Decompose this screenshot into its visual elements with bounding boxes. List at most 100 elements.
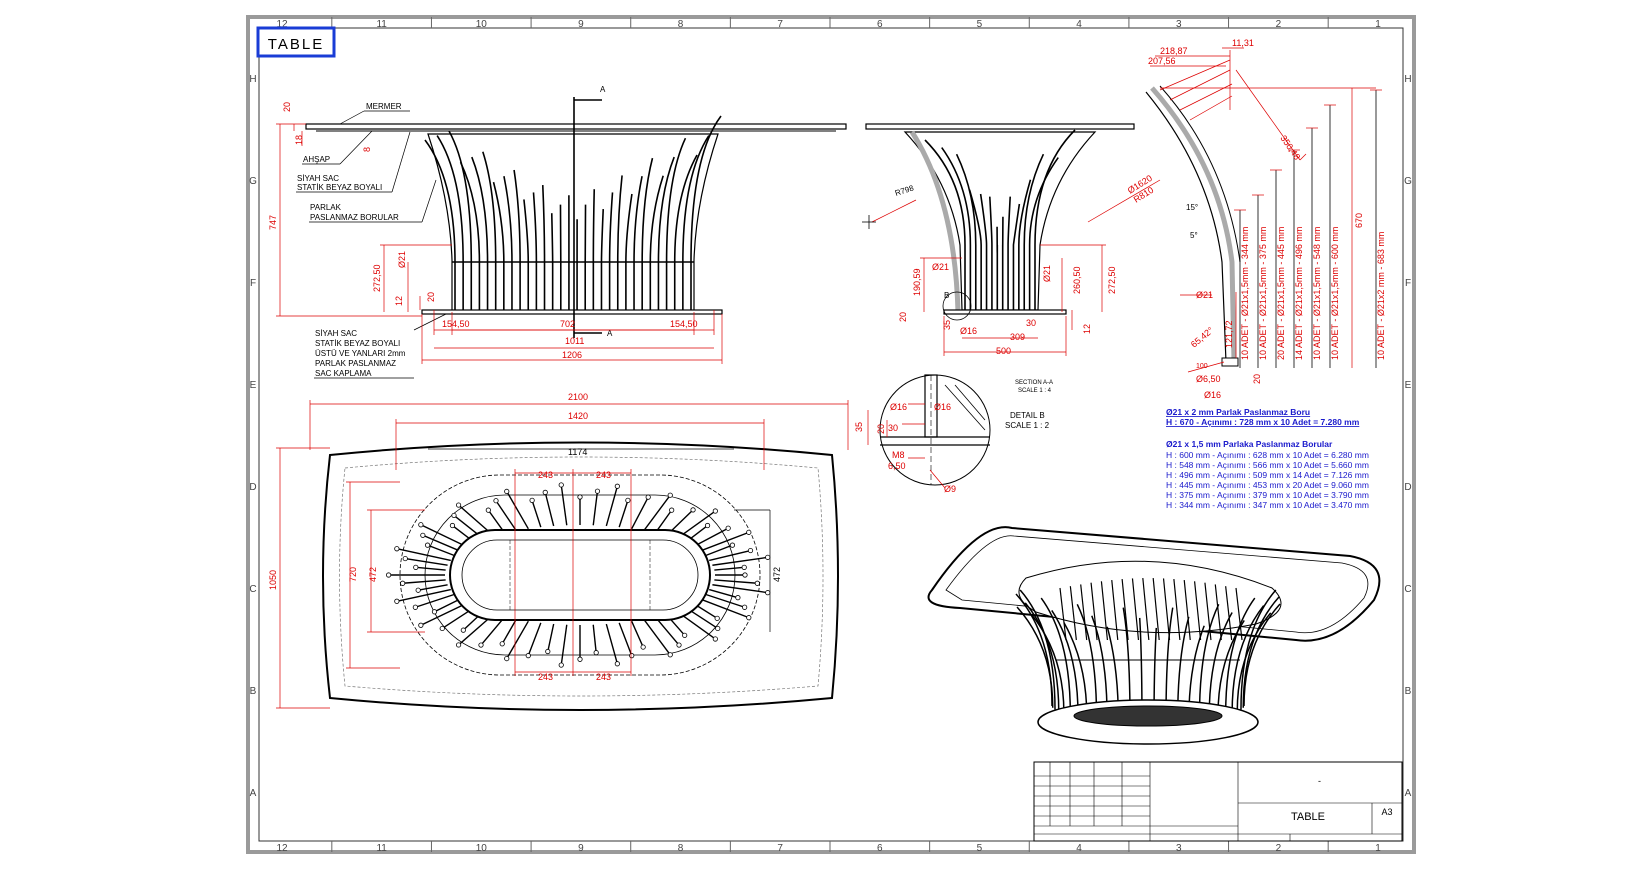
- grid-col-label: 11: [376, 843, 387, 854]
- top-pipe-end: [479, 643, 483, 647]
- top-dim-p3: 243: [538, 672, 553, 682]
- grid-row-label: B: [1405, 686, 1412, 697]
- grid-row-label: D: [249, 482, 256, 493]
- top-pipe-end: [456, 643, 460, 647]
- profile-col-label-5: 10 ADET - Ø21x1,5mm - 548 mm: [1312, 227, 1322, 360]
- grid-row-label: A: [1405, 788, 1412, 799]
- dim-top-thk: 20: [282, 102, 292, 112]
- grid-row-label: C: [1404, 584, 1411, 595]
- note-line-6: H : 344 mm - Açınımı : 347 mm x 10 Adet …: [1166, 500, 1369, 510]
- grid-row-label: F: [250, 278, 256, 289]
- top-pipe-end: [736, 595, 740, 599]
- top-pipe-end: [668, 493, 672, 497]
- profile-dim-h: 121,72: [1224, 320, 1234, 348]
- front-pipe: [593, 189, 594, 310]
- top-pipe-end: [743, 573, 747, 577]
- label-siyah-sac: SİYAH SAC: [297, 174, 339, 183]
- note-line-3: H : 496 mm - Açınımı : 509 mm x 14 Adet …: [1166, 470, 1369, 480]
- top-pipe-end: [450, 523, 454, 527]
- grid-row-label: B: [250, 686, 257, 697]
- dim-total-height: 747: [268, 215, 278, 230]
- top-dim-h1: 720: [348, 567, 358, 582]
- profile-col-label-6: 10 ADET - Ø21x1,5mm - 600 mm: [1330, 227, 1340, 360]
- detail-dim-8: Ø9: [944, 484, 956, 494]
- grid-col-label: 3: [1176, 843, 1182, 854]
- dim-ahsap: 18: [294, 135, 304, 145]
- grid-col-label: 9: [578, 843, 584, 854]
- top-pipe-end: [419, 623, 423, 627]
- profile-col-label-4: 14 ADET - Ø21x1,5mm - 496 mm: [1294, 227, 1304, 360]
- profile-col-label-8: 10 ADET - Ø21x2 mm - 683 mm: [1376, 232, 1386, 360]
- top-pipe-end: [747, 530, 751, 534]
- top-pipe-end: [594, 650, 598, 654]
- dim-base-thk-2: 20: [426, 292, 436, 302]
- top-pipe-end: [747, 615, 751, 619]
- profile-dim-100: 100: [1196, 363, 1208, 370]
- note-line-1: H : 600 mm - Açınımı : 628 mm x 10 Adet …: [1166, 450, 1369, 460]
- top-pipe-end: [400, 581, 404, 585]
- dim-pipe-diameter: Ø21: [397, 251, 407, 268]
- top-pipe-end: [615, 484, 619, 488]
- grid-row-label: H: [1404, 74, 1411, 85]
- top-dim-p2: 243: [596, 470, 611, 480]
- top-pipe-end: [416, 588, 420, 592]
- top-pipe-end: [766, 590, 770, 594]
- note-line-5: H : 375 mm - Açınımı : 379 mm x 10 Adet …: [1166, 490, 1369, 500]
- dim-side-d3: Ø16: [960, 326, 977, 336]
- grid-col-label: 12: [276, 843, 288, 854]
- base-note-4: PARLAK PASLANMAZ: [315, 359, 396, 368]
- top-pipe-end: [413, 605, 417, 609]
- grid-col-label: 2: [1276, 19, 1282, 30]
- top-pipe-end: [526, 653, 530, 657]
- grid-row-label: A: [250, 788, 257, 799]
- label-statik-beyaz: STATİK BEYAZ BOYALI: [297, 183, 382, 192]
- top-pipe-end: [505, 489, 509, 493]
- detail-b-label: B: [944, 291, 949, 300]
- top-pipe-end: [726, 526, 730, 530]
- detail-dim-7: 6,50: [888, 461, 906, 471]
- top-pipe-end: [403, 556, 407, 560]
- top-pipe-end: [414, 565, 418, 569]
- title-block-sheet-size: A3: [1381, 807, 1392, 817]
- top-pipe-end: [641, 645, 645, 649]
- grid-row-label: H: [249, 74, 256, 85]
- detail-b-title: DETAIL B: [1010, 411, 1045, 420]
- label-mermer: MERMER: [366, 102, 402, 111]
- dim-side-w2: 500: [996, 346, 1011, 356]
- top-pipe-end: [730, 543, 734, 547]
- note-line-2: H : 548 mm - Açınımı : 566 mm x 10 Adet …: [1166, 460, 1369, 470]
- grid-row-label: D: [1404, 482, 1411, 493]
- grid-col-label: 6: [877, 843, 883, 854]
- pipe-notes: Ø21 x 2 mm Parlak Paslanmaz Boru H : 670…: [1166, 407, 1369, 510]
- detail-dim-6: M8: [892, 450, 905, 460]
- profile-dim-1: 218,87: [1160, 46, 1188, 56]
- grid-col-label: 2: [1276, 843, 1282, 854]
- top-pipe-end: [705, 523, 709, 527]
- top-pipe-end: [530, 498, 534, 502]
- top-pipe-end: [425, 543, 429, 547]
- isometric-view: [929, 527, 1380, 744]
- profile-dim-20: 20: [1252, 374, 1262, 384]
- top-dim-mid-w: 1174: [568, 447, 587, 457]
- top-pipe-end: [456, 503, 460, 507]
- dim-side-w1: 309: [1010, 332, 1025, 342]
- profile-col-label-1: 10 ADET - Ø21x1,5mm - 344 mm: [1240, 227, 1250, 360]
- profile-dim-d16: Ø16: [1204, 390, 1221, 400]
- grid-col-label: 9: [578, 19, 584, 30]
- dim-side-h1: 190,59: [912, 268, 922, 296]
- side-tabletop: [866, 124, 1134, 129]
- top-pipe-end: [386, 573, 390, 577]
- top-view: 2100 1420 1174 243 243 243 243 1050 720 …: [268, 392, 848, 710]
- profile-col-label-3: 20 ADET - Ø21x1,5mm - 445 mm: [1276, 227, 1286, 360]
- top-dim-total-h: 1050: [268, 570, 278, 590]
- profile-dim-3: 11,31: [1232, 38, 1254, 48]
- top-pipe-end: [505, 656, 509, 660]
- top-pipe-end: [559, 483, 563, 487]
- side-base-plate: [944, 310, 1066, 314]
- base-note-5: SAC KAPLAMA: [315, 369, 372, 378]
- top-pipe-end: [615, 662, 619, 666]
- grid-row-label: C: [249, 584, 256, 595]
- base-note-2: STATİK BEYAZ BOYALI: [315, 339, 400, 348]
- grid-row-label: G: [249, 176, 257, 187]
